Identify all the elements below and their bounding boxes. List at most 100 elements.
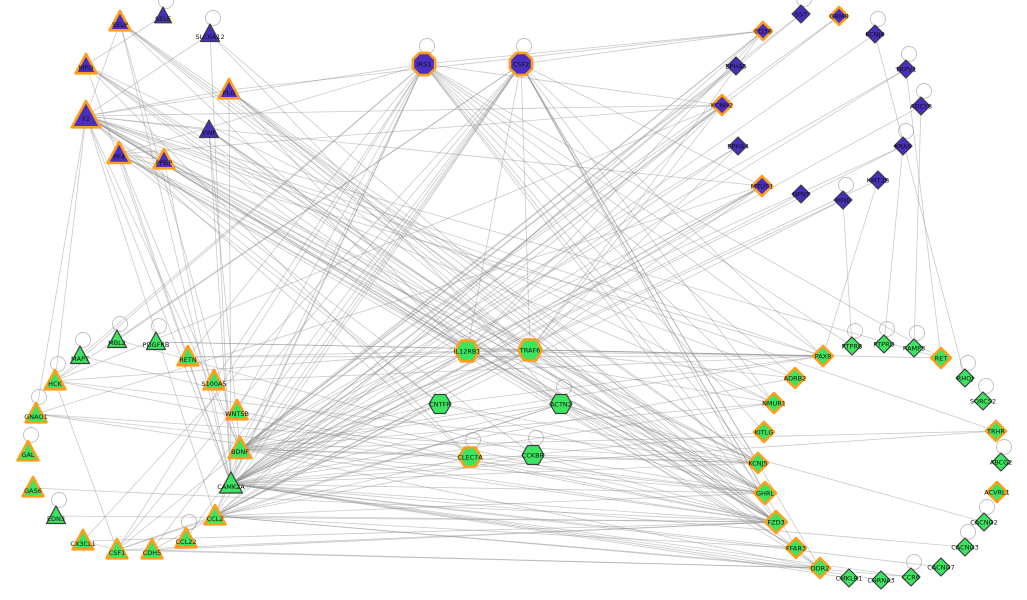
edge-F2-PAX8[interactable] — [85, 115, 824, 357]
edge-FZD3-EDN3[interactable] — [55, 515, 777, 523]
edge-MPO-SELE[interactable] — [85, 15, 164, 66]
edge-IL12RB1-KCNH2[interactable] — [466, 104, 723, 352]
self-loop-edge-CSF2[interactable] — [516, 38, 532, 54]
edge-CSF2-NMUR1[interactable] — [520, 63, 775, 404]
node-SORCS2[interactable]: SORCS2 — [970, 391, 996, 411]
edge-IL12RB1-PF4[interactable] — [118, 153, 468, 352]
edge-CAMK2A-GRM8[interactable] — [230, 15, 840, 485]
self-loop-edge-HCK[interactable] — [50, 356, 66, 372]
edge-FZD3-SLC6A12[interactable] — [209, 33, 777, 523]
node-FFAR3[interactable]: FFAR3 — [784, 536, 808, 560]
edge-PPBP-GHRL[interactable] — [163, 159, 766, 494]
edge-GNAO1-GHRL[interactable] — [35, 413, 766, 494]
edge-FZD3-IRS1[interactable] — [423, 63, 777, 523]
self-loop-edge-GAL[interactable] — [23, 427, 39, 443]
edge-CAMK2A-MTUS1[interactable] — [230, 185, 763, 485]
edge-IRS1-RET[interactable] — [423, 63, 942, 359]
self-loop-edge-MAPT[interactable] — [75, 332, 91, 348]
edge-TRAF6-PAX8[interactable] — [529, 349, 824, 357]
node-KMT2B[interactable]: KMT2B — [867, 170, 889, 190]
self-loop-edge-IRS1[interactable] — [419, 38, 435, 54]
edge-CAMK2A-CCR6[interactable] — [230, 483, 912, 578]
edge-CSF2-GHRL[interactable] — [520, 63, 766, 494]
edge-FZD3-GAS6[interactable] — [32, 487, 777, 523]
edge-MPO-GHRL[interactable] — [85, 64, 766, 494]
edge-FZD3-GNAO1[interactable] — [35, 413, 777, 523]
edge-CCKBR-GHRL[interactable] — [532, 454, 766, 494]
edge-ACTN2-CSF1[interactable] — [116, 403, 562, 551]
edge-EPHA5-BDNF[interactable] — [239, 65, 737, 450]
edge-CLEC7A-CCL2[interactable] — [214, 456, 471, 517]
edge-VWF-DDR2[interactable] — [208, 129, 821, 569]
edge-TRPV1-RET[interactable] — [905, 68, 942, 359]
edge-CAMK2A-F2[interactable] — [85, 115, 232, 485]
node-PLG[interactable]: PLG — [217, 77, 241, 100]
edge-FZD3-PLG[interactable] — [228, 89, 777, 523]
edge-PF4-PAX8[interactable] — [118, 153, 824, 357]
edge-PDGFRB-RET[interactable] — [155, 341, 942, 359]
edge-CCL2-CCR6[interactable] — [214, 515, 912, 578]
edge-PDGFRB-PAX8[interactable] — [155, 341, 824, 357]
edge-EPHA4-BDNF[interactable] — [239, 145, 739, 450]
edge-F2-VWF[interactable] — [85, 115, 210, 131]
edge-IL12RB1-NMUR1[interactable] — [466, 350, 775, 404]
edge-TRAF6-PLG[interactable] — [228, 89, 531, 351]
edge-ACTN2-BDNF[interactable] — [239, 403, 562, 450]
node-TRHR[interactable]: TRHR — [984, 419, 1008, 443]
edge-FZD3-CSF2[interactable] — [520, 63, 777, 523]
node-EPHA4[interactable]: EPHA4 — [727, 136, 749, 156]
edge-CSF2-HCK[interactable] — [54, 63, 522, 382]
edge-TRAF6-ADRB2[interactable] — [529, 349, 796, 379]
edge-CAMK2A-CHRNA3[interactable] — [230, 483, 882, 581]
node-SLC6A12[interactable]: SLC6A12 — [195, 23, 225, 43]
self-loop-edge-SELE[interactable] — [158, 0, 174, 9]
edge-MME-PTPRB[interactable] — [842, 199, 853, 347]
node-IRS1[interactable]: IRS1 — [411, 51, 437, 77]
edge-CCL2-CSF1[interactable] — [116, 515, 216, 551]
edge-MTUS1-BDNF[interactable] — [239, 185, 763, 450]
node-PTPRO[interactable]: PTPRO — [873, 334, 895, 354]
self-loop-edge-KCNJ6[interactable] — [870, 11, 886, 27]
edge-CAMK2A-FFAR3[interactable] — [230, 483, 797, 549]
edge-BDNF-DDR2[interactable] — [239, 448, 821, 569]
edge-TRAF6-KCNH2[interactable] — [529, 104, 723, 351]
edge-BDNF-KCNJ5[interactable] — [239, 448, 759, 464]
edge-CAMK2A-CMKLR1[interactable] — [230, 483, 850, 579]
edge-CSF1-DDR2[interactable] — [116, 549, 821, 569]
node-RAMP3[interactable]: RAMP3 — [903, 338, 925, 358]
edge-F2-RET[interactable] — [85, 115, 942, 359]
node-NMUR1[interactable]: NMUR1 — [762, 391, 786, 415]
edge-VWF-BDNF[interactable] — [208, 129, 241, 450]
self-loop-edge-ADCY8[interactable] — [916, 83, 932, 99]
self-loop-edge-GNAO1[interactable] — [31, 389, 47, 405]
edge-MTUS1-CCL2[interactable] — [214, 185, 763, 517]
self-loop-edge-SLC6A12[interactable] — [205, 10, 221, 26]
edge-IRS1-PAX8[interactable] — [423, 63, 824, 357]
edge-KCNJ6-RHOJ[interactable] — [874, 33, 966, 379]
edge-CAMK2A-SLC6A12[interactable] — [209, 33, 232, 485]
edge-CSF2-BDNF[interactable] — [239, 63, 522, 450]
self-loop-edge-MME[interactable] — [838, 177, 854, 193]
self-loop-edge-RHOJ[interactable] — [960, 355, 976, 371]
edge-CAMK2A-IL12RB1[interactable] — [230, 350, 468, 485]
self-loop-edge-PTPRB[interactable] — [847, 323, 863, 339]
node-MBL2[interactable]: MBL2 — [106, 329, 128, 349]
edge-CNTFR-GHRL[interactable] — [439, 403, 766, 494]
edge-CAMK2A-TRAF6[interactable] — [230, 349, 531, 485]
self-loop-edge-KRAS[interactable] — [898, 123, 914, 139]
edge-CAMK2A-SELP[interactable] — [119, 21, 232, 485]
edge-MTUS1-GNAO1[interactable] — [35, 185, 763, 415]
edge-CSF2-CD38[interactable] — [520, 30, 764, 65]
edge-CNTFR-PF4[interactable] — [118, 153, 441, 405]
self-loop-edge-PDGFRB[interactable] — [151, 318, 167, 334]
edge-CAMK2A-KMT2B[interactable] — [230, 179, 879, 485]
edge-CAMK2A-ADCY8[interactable] — [230, 105, 922, 485]
edge-BDNF-GHRL[interactable] — [239, 448, 766, 494]
edge-CAMK2A-NMUR1[interactable] — [230, 402, 775, 485]
edge-FZD3-SELP[interactable] — [119, 21, 777, 523]
edge-IRS1-NMUR1[interactable] — [423, 63, 775, 404]
edge-TRAF6-CD38[interactable] — [529, 30, 764, 351]
edge-F2-CCL2[interactable] — [85, 115, 216, 517]
edge-CSF2-CSF1[interactable] — [116, 63, 522, 551]
